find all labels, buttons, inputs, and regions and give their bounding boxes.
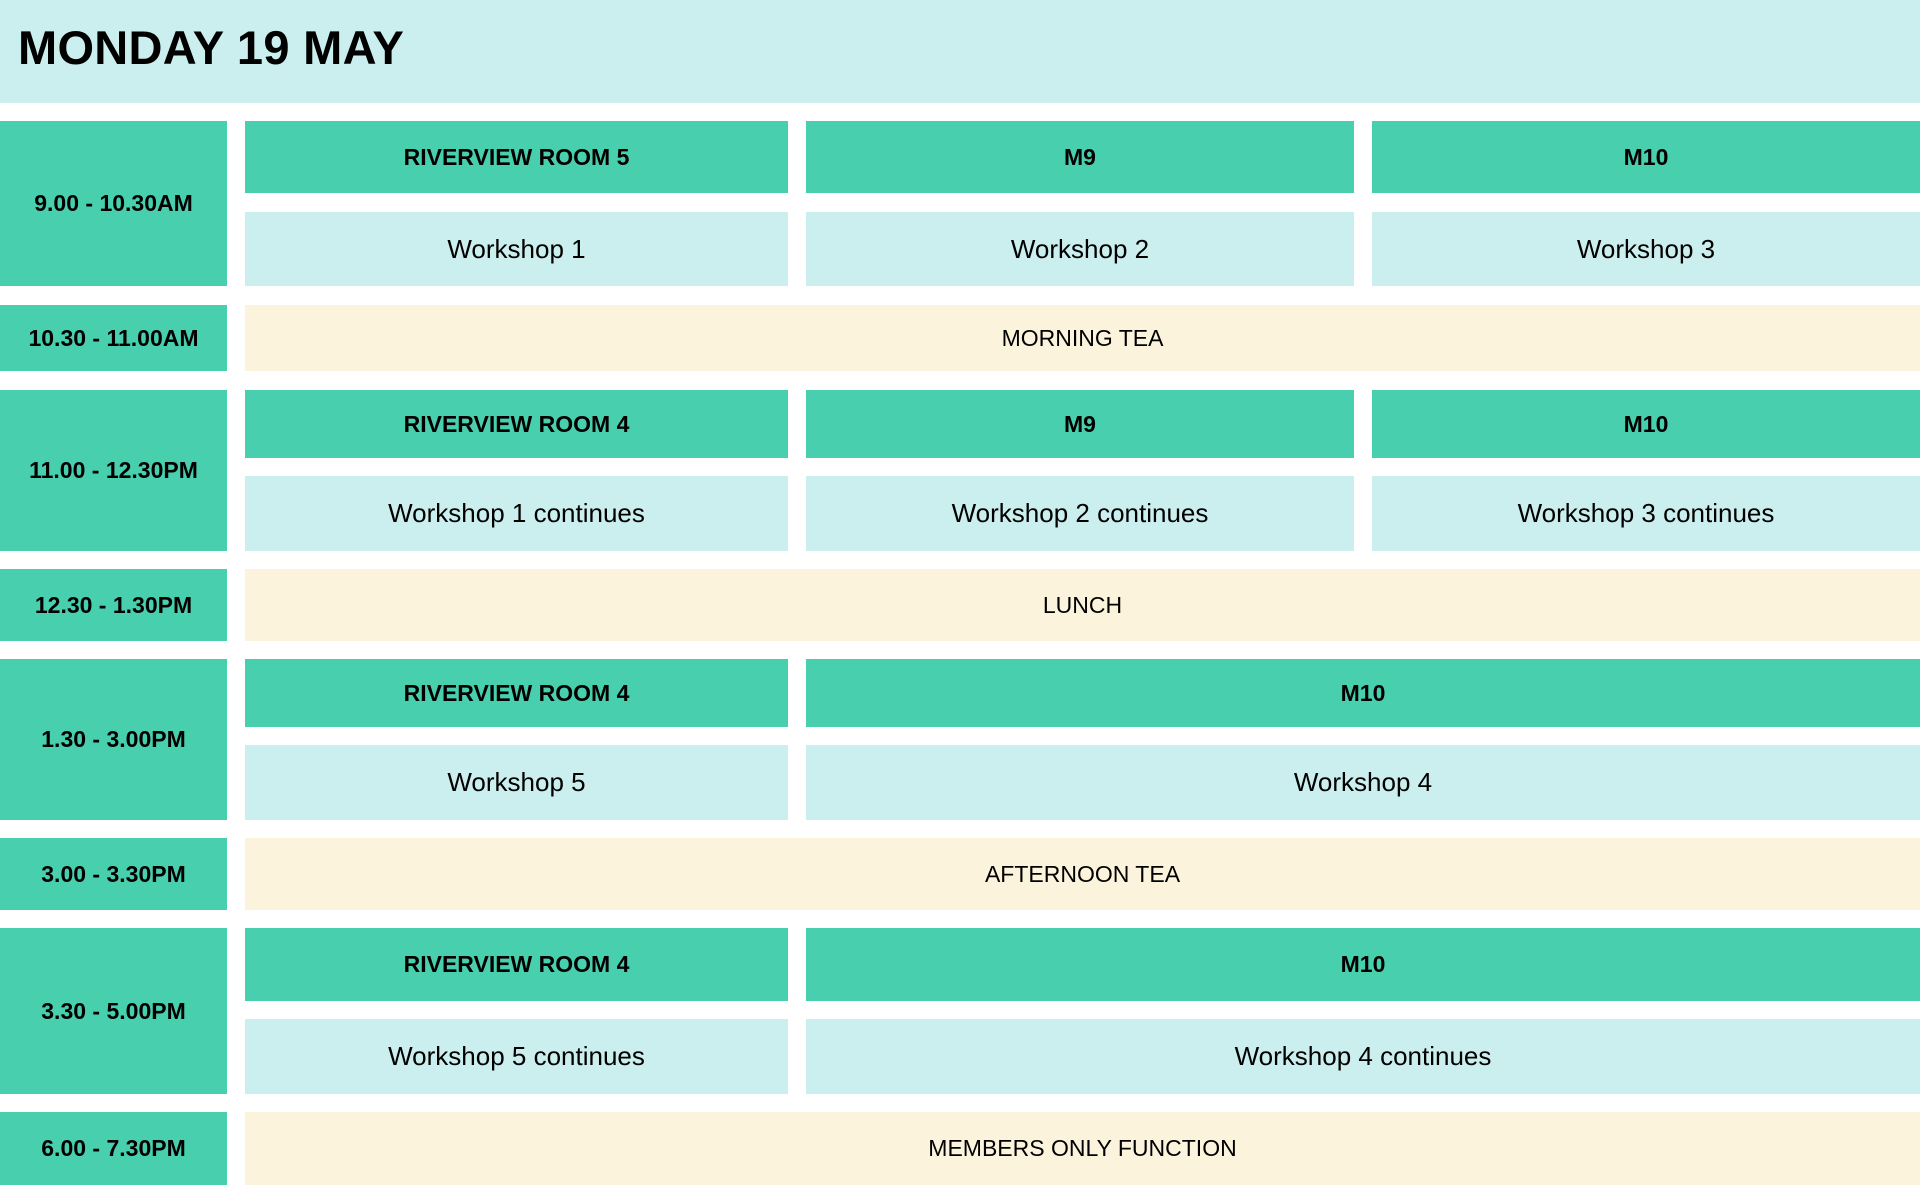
room-header: RIVERVIEW ROOM 5: [245, 121, 788, 193]
workshop-cell: Workshop 2 continues: [806, 476, 1354, 551]
room-header: RIVERVIEW ROOM 4: [245, 390, 788, 458]
room-header: M10: [806, 928, 1920, 1001]
time-slot-label: 1.30 - 3.00PM: [0, 659, 227, 820]
break-cell: AFTERNOON TEA: [245, 838, 1920, 910]
room-header: M10: [806, 659, 1920, 727]
room-header: M9: [806, 121, 1354, 193]
room-header: RIVERVIEW ROOM 4: [245, 928, 788, 1001]
time-slot-label: 3.00 - 3.30PM: [0, 838, 227, 910]
workshop-cell: Workshop 4: [806, 745, 1920, 820]
workshop-cell: Workshop 3: [1372, 212, 1920, 286]
workshop-cell: Workshop 3 continues: [1372, 476, 1920, 551]
time-slot-label: 11.00 - 12.30PM: [0, 390, 227, 551]
time-slot-label: 10.30 - 11.00AM: [0, 305, 227, 371]
workshop-cell: Workshop 2: [806, 212, 1354, 286]
workshop-cell: Workshop 4 continues: [806, 1019, 1920, 1094]
break-cell: MORNING TEA: [245, 305, 1920, 371]
workshop-cell: Workshop 5: [245, 745, 788, 820]
page-header: MONDAY 19 MAY: [0, 0, 1920, 103]
break-cell: LUNCH: [245, 569, 1920, 641]
break-cell: MEMBERS ONLY FUNCTION: [245, 1112, 1920, 1185]
time-slot-label: 3.30 - 5.00PM: [0, 928, 227, 1094]
room-header: RIVERVIEW ROOM 4: [245, 659, 788, 727]
workshop-cell: Workshop 1: [245, 212, 788, 286]
workshop-cell: Workshop 5 continues: [245, 1019, 788, 1094]
page-title: MONDAY 19 MAY: [18, 21, 405, 74]
workshop-cell: Workshop 1 continues: [245, 476, 788, 551]
time-slot-label: 12.30 - 1.30PM: [0, 569, 227, 641]
room-header: M10: [1372, 390, 1920, 458]
room-header: M9: [806, 390, 1354, 458]
time-slot-label: 6.00 - 7.30PM: [0, 1112, 227, 1185]
room-header: M10: [1372, 121, 1920, 193]
time-slot-label: 9.00 - 10.30AM: [0, 121, 227, 286]
